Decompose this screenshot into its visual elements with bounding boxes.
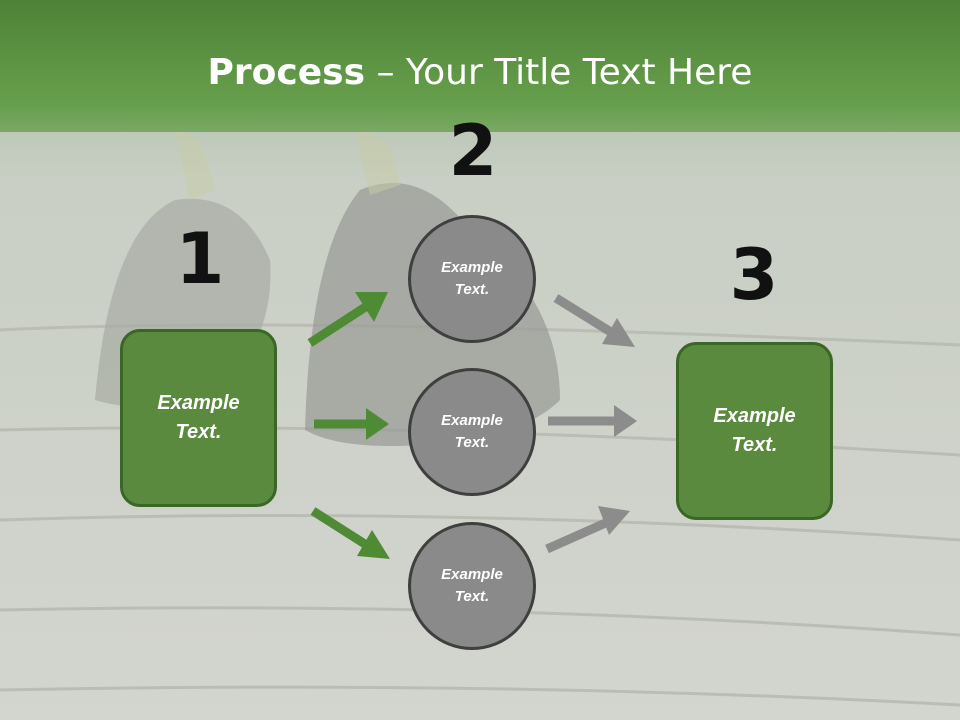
circle-bottom-label: Example Text.	[441, 565, 503, 606]
step-number-2: 2	[448, 110, 498, 192]
left-box-label: Example Text.	[157, 392, 240, 443]
step-number-1: 1	[175, 218, 225, 300]
circle-middle-label: Example Text.	[441, 411, 503, 452]
circle-top-label: Example Text.	[441, 258, 503, 299]
circle-bottom: Example Text.	[408, 522, 536, 650]
left-box: Example Text.	[120, 329, 277, 507]
step-number-3: 3	[729, 234, 779, 316]
green-arrow-up	[307, 292, 388, 347]
green-arrow-right	[314, 408, 389, 440]
title-bold: Process	[207, 52, 366, 93]
right-box: Example Text.	[676, 342, 833, 520]
gray-arrow-up	[545, 506, 630, 554]
circle-top: Example Text.	[408, 215, 536, 343]
right-box-label: Example Text.	[713, 405, 796, 456]
circle-middle: Example Text.	[408, 368, 536, 496]
title-rest: – Your Title Text Here	[365, 52, 753, 93]
slide-title: Process – Your Title Text Here	[0, 52, 960, 93]
green-arrow-down	[310, 507, 390, 559]
gray-arrow-down	[553, 294, 635, 347]
gray-arrow-right	[548, 405, 637, 437]
